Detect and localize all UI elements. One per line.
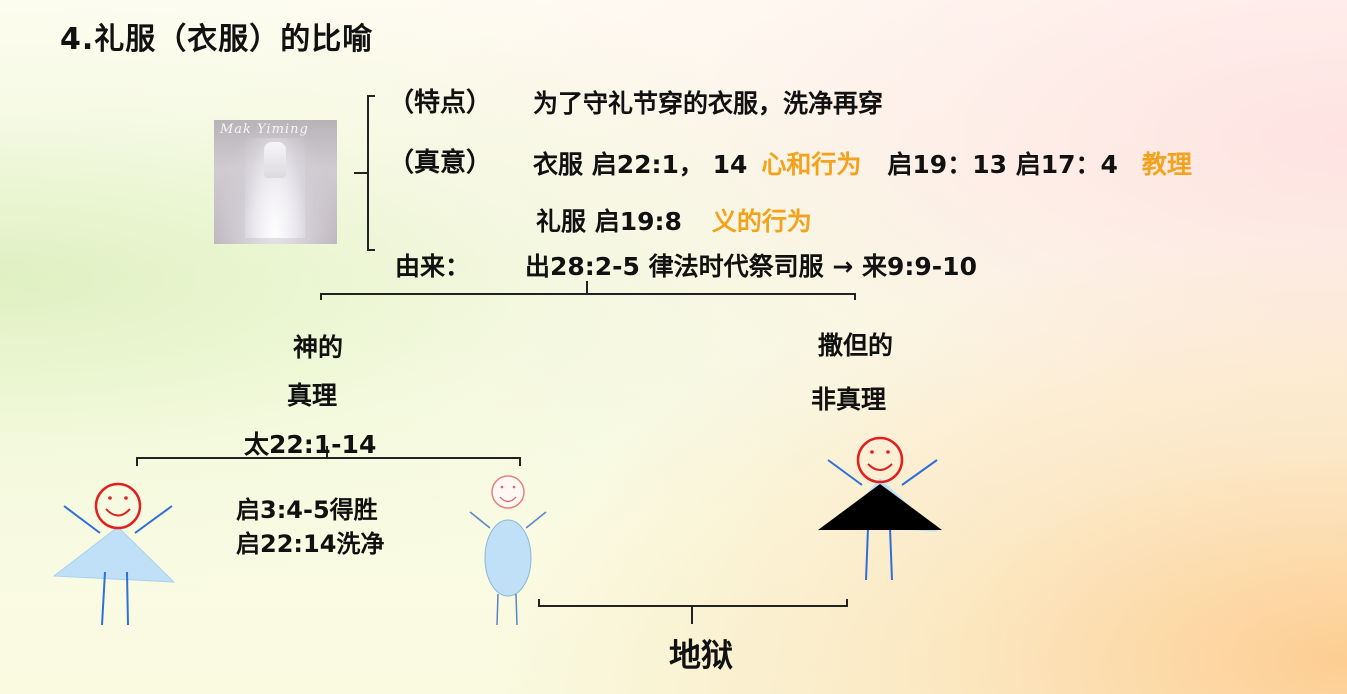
rows-brace [367,95,375,251]
meaning-line: 衣服 启22:1， 14 心和行为启19：13 启17：4 教理 [533,145,1192,181]
face [856,436,904,484]
meaning-part2: 启19：13 启17：4 [887,150,1118,179]
meaning-accent-heart: 心和行为 [761,150,862,179]
origin-label: 由来： [395,252,471,281]
hell-label: 地狱 [669,636,734,674]
wedding-dress-photo: Mak Yiming [214,120,337,244]
figure-no-robe [469,475,547,626]
left-branch-line2: 真理 [287,381,338,410]
photo-watermark: Mak Yiming [220,122,309,137]
main-bracket [320,293,856,300]
figure-dark-robe [818,436,942,581]
feature-text: 为了守礼节穿的衣服，洗净再穿 [533,89,884,118]
right-branch-line2: 非真理 [811,385,887,414]
dress-bodice [264,142,286,178]
robe-line: 礼服 启19:8 义的行为 [536,202,812,238]
robe-accent: 义的行为 [711,207,812,236]
left-bracket [136,457,521,466]
dark-dress [818,484,942,530]
page-title: 4.礼服（衣服）的比喻 [60,22,374,57]
origin-text: 出28:2-5 律法时代祭司服 → 来9:9-10 [525,252,977,281]
robe-part: 礼服 启19:8 [536,207,682,236]
oval-body [484,519,532,597]
meaning-accent-doctrine: 教理 [1141,150,1192,179]
left-branch-note1: 启3:4-5得胜 [236,496,378,524]
left-branch-line1: 神的 [293,333,344,362]
face [491,475,525,509]
face [94,482,142,530]
figure-clean-robe [52,482,176,626]
hell-bracket [538,599,848,607]
feature-label: （特点） [388,88,493,118]
right-branch-line1: 撒但的 [818,331,894,360]
meaning-part1: 衣服 启22:1， 14 [533,150,748,179]
meaning-label: （真意） [388,148,493,178]
light-dress [52,526,176,583]
left-branch-ref: 太22:1-14 [244,430,377,459]
left-branch-note2: 启22:14洗净 [236,530,385,558]
